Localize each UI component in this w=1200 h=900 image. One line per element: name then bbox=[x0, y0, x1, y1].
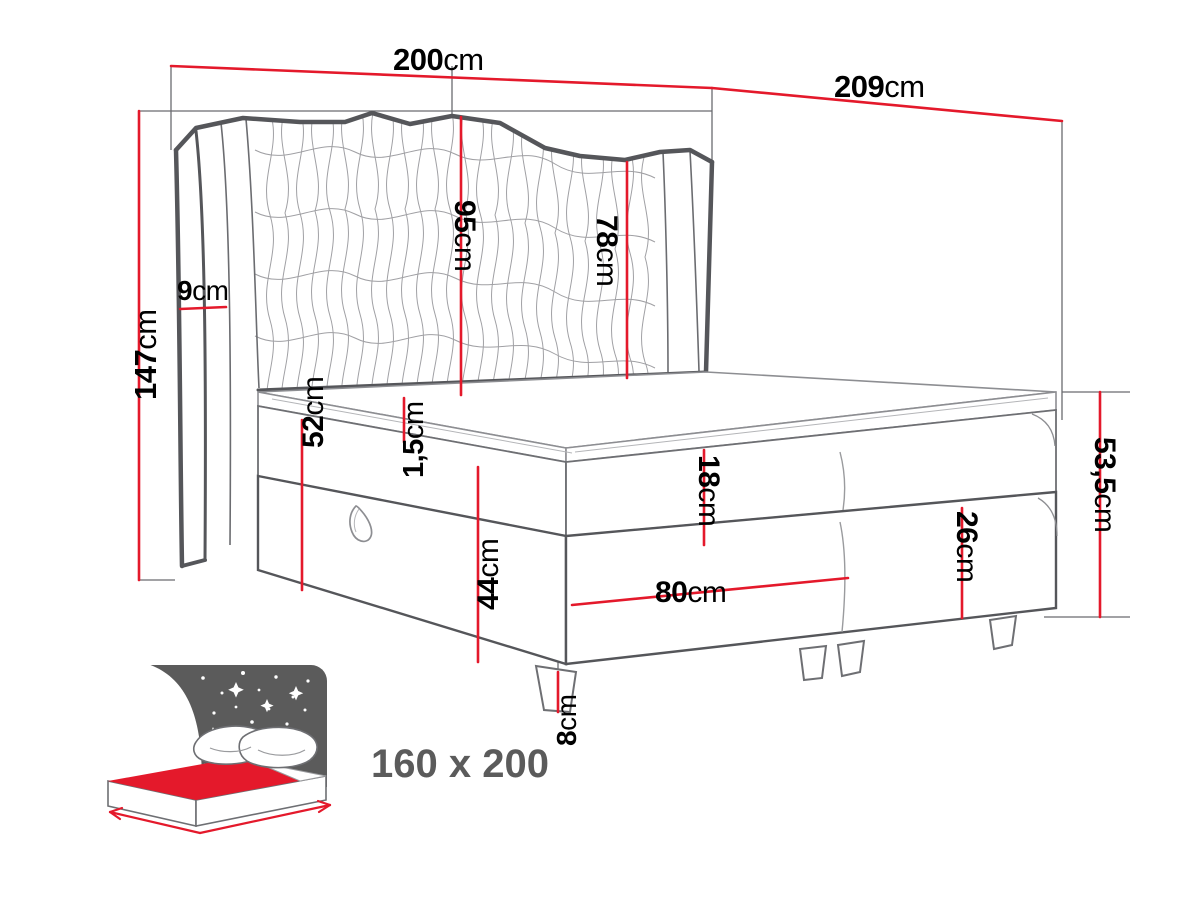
leg-mid-right bbox=[836, 639, 866, 678]
dimline-209 bbox=[710, 86, 1064, 123]
label-mattress-size: 160 x 200 bbox=[371, 742, 549, 786]
label-side-total-height: 53,5cm bbox=[1088, 437, 1121, 533]
box-base bbox=[256, 474, 1058, 666]
label-box-width-segment: 80cm bbox=[655, 576, 727, 609]
label-overall-height: 147cm bbox=[128, 309, 163, 400]
dimline-9 bbox=[178, 305, 228, 311]
label-overall-depth: 209cm bbox=[834, 69, 925, 104]
mattress-top bbox=[257, 371, 1057, 463]
mattress-size-icon bbox=[107, 665, 332, 835]
label-mattress-to-floor: 44cm bbox=[472, 538, 505, 610]
dimension-lines-red bbox=[137, 64, 1102, 714]
leg-front bbox=[534, 664, 578, 714]
label-headboard-thickness: 9cm bbox=[177, 275, 229, 306]
label-headboard-height-side: 78cm bbox=[590, 215, 623, 287]
leg-rear-right bbox=[988, 614, 1018, 651]
dimline-80 bbox=[570, 576, 850, 607]
bed-legs bbox=[534, 614, 1018, 714]
label-leg-height: 8cm bbox=[551, 694, 582, 746]
label-topper-thickness: 1,5cm bbox=[398, 401, 430, 479]
dimline-200 bbox=[169, 64, 714, 90]
headboard-right-wing bbox=[662, 150, 700, 373]
leg-mid-left bbox=[798, 644, 828, 682]
label-base-total-height: 52cm bbox=[297, 376, 330, 448]
label-box-height: 26cm bbox=[950, 511, 983, 583]
label-headboard-height-center: 95cm bbox=[448, 200, 481, 272]
label-mattress-thickness: 18cm bbox=[692, 455, 725, 527]
mattress-body bbox=[257, 404, 1057, 538]
label-overall-width: 200cm bbox=[393, 42, 484, 77]
